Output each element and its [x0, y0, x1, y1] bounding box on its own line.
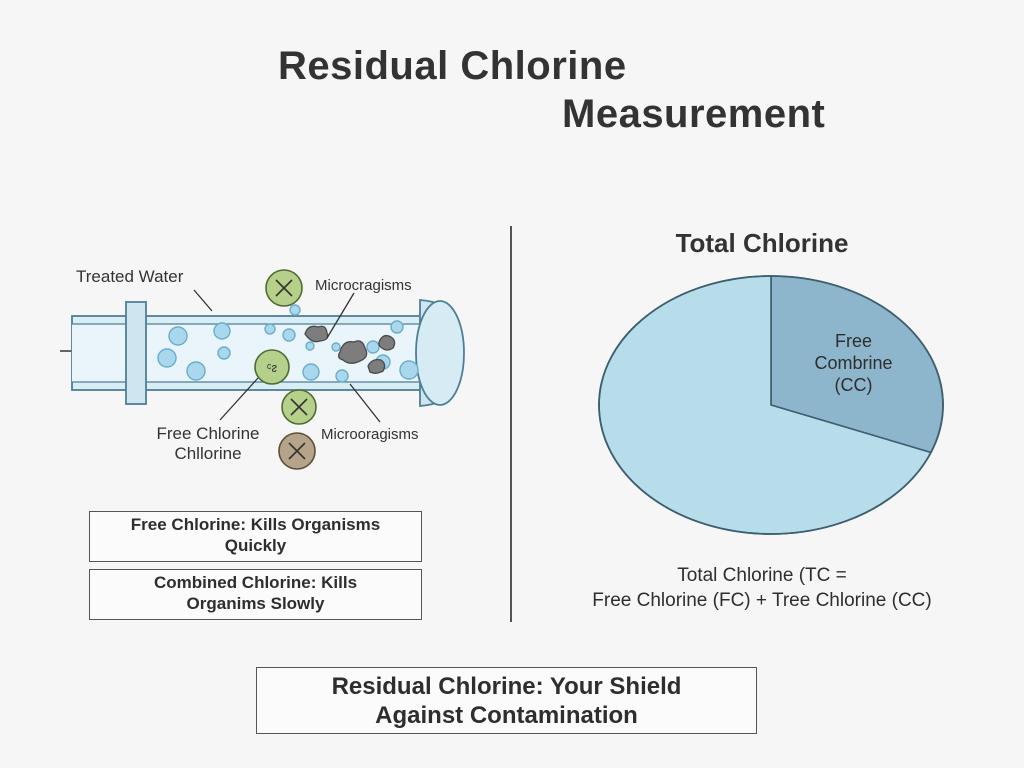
combined-chlorine-info-line-2: Organims Slowly [186, 594, 325, 613]
free-chlorine-info-box: Free Chlorine: Kills Organisms Quickly [89, 511, 422, 562]
section-divider [510, 226, 512, 622]
x-badge-icon [265, 269, 303, 307]
pipe-diagram: ᶜᴤ Treated Water Microcragisms Free Chlo… [60, 267, 465, 470]
combined-chlorine-info-line-1: Combined Chlorine: Kills [153, 573, 358, 592]
label-microoragisms: Microoragisms [321, 426, 419, 443]
combined-chlorine-info-box: Combined Chlorine: Kills Organims Slowly [89, 569, 422, 620]
x-badge-icon [281, 389, 317, 425]
formula-line-2: Free Chlorine (FC) + Tree Chlorine (CC) [592, 590, 932, 611]
x-badge-icon [278, 432, 316, 470]
label-treated-water: Treated Water [76, 267, 184, 286]
free-chlorine-info-line-1: Free Chlorine: Kills Organisms [130, 515, 381, 534]
label-microcragisms: Microcragisms [315, 277, 412, 294]
footer-line-1: Residual Chlorine: Your Shield [331, 673, 682, 700]
pie-slice-label: Free [835, 331, 872, 351]
pie-slice-label: Combrine [814, 353, 892, 373]
pipe-flange-left [125, 301, 147, 405]
pie-outline [598, 275, 944, 535]
formula-line-1: Total Chlorine (TC = [677, 565, 847, 586]
free-chlorine-cell-icon: ᶜᴤ [254, 349, 290, 385]
pie-slice-label: (CC) [835, 375, 873, 395]
footer-line-2: Against Contamination [375, 702, 638, 729]
free-chlorine-info-line-2: Quickly [224, 536, 287, 555]
chlorine-bubbles [157, 304, 419, 383]
microorganism-icons [304, 325, 396, 374]
label-free-chlorine: Free Chlorine [157, 424, 260, 443]
svg-text:ᶜᴤ: ᶜᴤ [267, 360, 278, 375]
page-title-line-1: Residual Chlorine [278, 44, 627, 88]
page-title-line-2: Measurement [562, 92, 826, 136]
leader-lines [193, 289, 381, 423]
label-free-chlorine-2: Chllorine [174, 444, 241, 463]
footer-banner: Residual Chlorine: Your Shield Against C… [256, 667, 757, 734]
chart-title: Total Chlorine [675, 228, 849, 258]
pipe-outlet [415, 299, 465, 407]
